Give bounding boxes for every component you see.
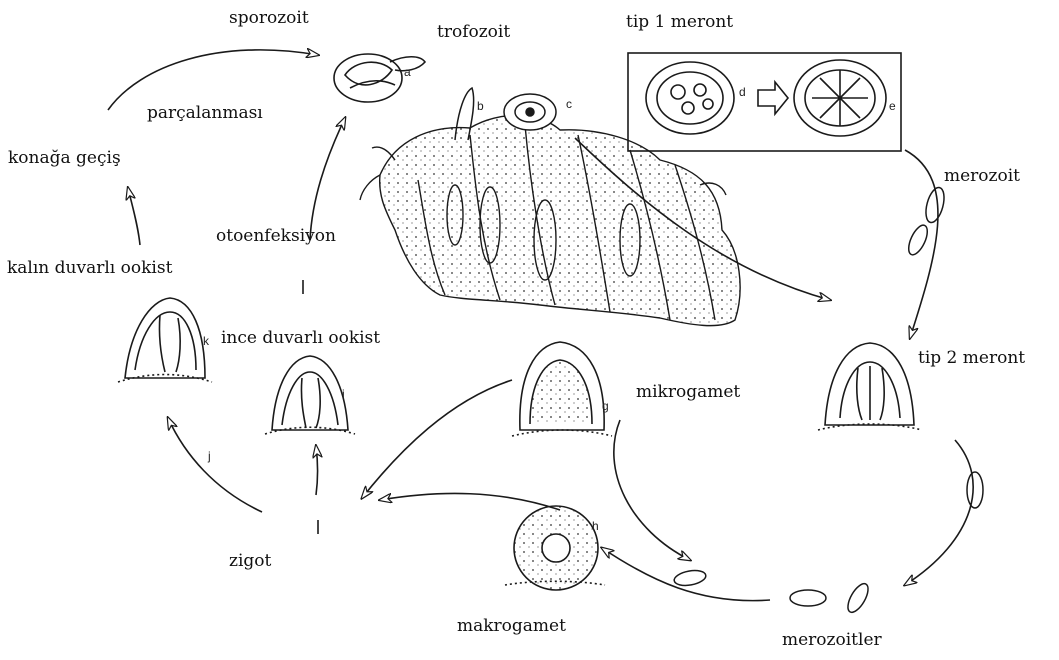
thick-walled-oocyst xyxy=(118,298,212,382)
label-sporozoit: sporozoit xyxy=(229,10,309,27)
label-merozoitler: merozoitler xyxy=(782,632,882,649)
label-kalin-duvarli-ookist: kalın duvarlı ookist xyxy=(7,260,172,277)
sporozoite-drawing xyxy=(334,54,425,102)
intestinal-epithelium xyxy=(360,115,740,325)
marker-d: d xyxy=(739,86,746,98)
marker-b: b xyxy=(477,100,484,112)
label-tip1-meront: tip 1 meront xyxy=(626,14,733,31)
label-tip2-meront: tip 2 meront xyxy=(918,350,1025,367)
marker-c: c xyxy=(566,98,572,110)
label-trofozoit: trofozoit xyxy=(437,24,510,41)
marker-g: g xyxy=(602,400,609,412)
label-zigot: zigot xyxy=(229,553,271,570)
label-konaga-gecis: konağa geçiş xyxy=(8,150,121,167)
label-parcalanmasi: parçalanması xyxy=(147,105,263,122)
label-otoenfeksiyon: otoenfeksiyon xyxy=(216,228,336,245)
marker-h: h xyxy=(592,520,599,532)
macrogamont-drawing xyxy=(505,506,605,590)
label-ince-duvarli-ookist: ince duvarlı ookist xyxy=(221,330,380,347)
marker-i: i xyxy=(342,388,345,400)
microgamont-drawing xyxy=(512,342,612,436)
marker-j: j xyxy=(208,450,211,462)
marker-e: e xyxy=(889,100,896,112)
label-makrogamet: makrogamet xyxy=(457,618,566,635)
marker-a: a xyxy=(404,66,411,78)
label-merozoit: merozoit xyxy=(944,168,1020,185)
label-mikrogamet: mikrogamet xyxy=(636,384,740,401)
type2-meront-drawing xyxy=(818,343,922,430)
type1-meront-box xyxy=(628,53,901,151)
marker-k: k xyxy=(203,335,209,347)
